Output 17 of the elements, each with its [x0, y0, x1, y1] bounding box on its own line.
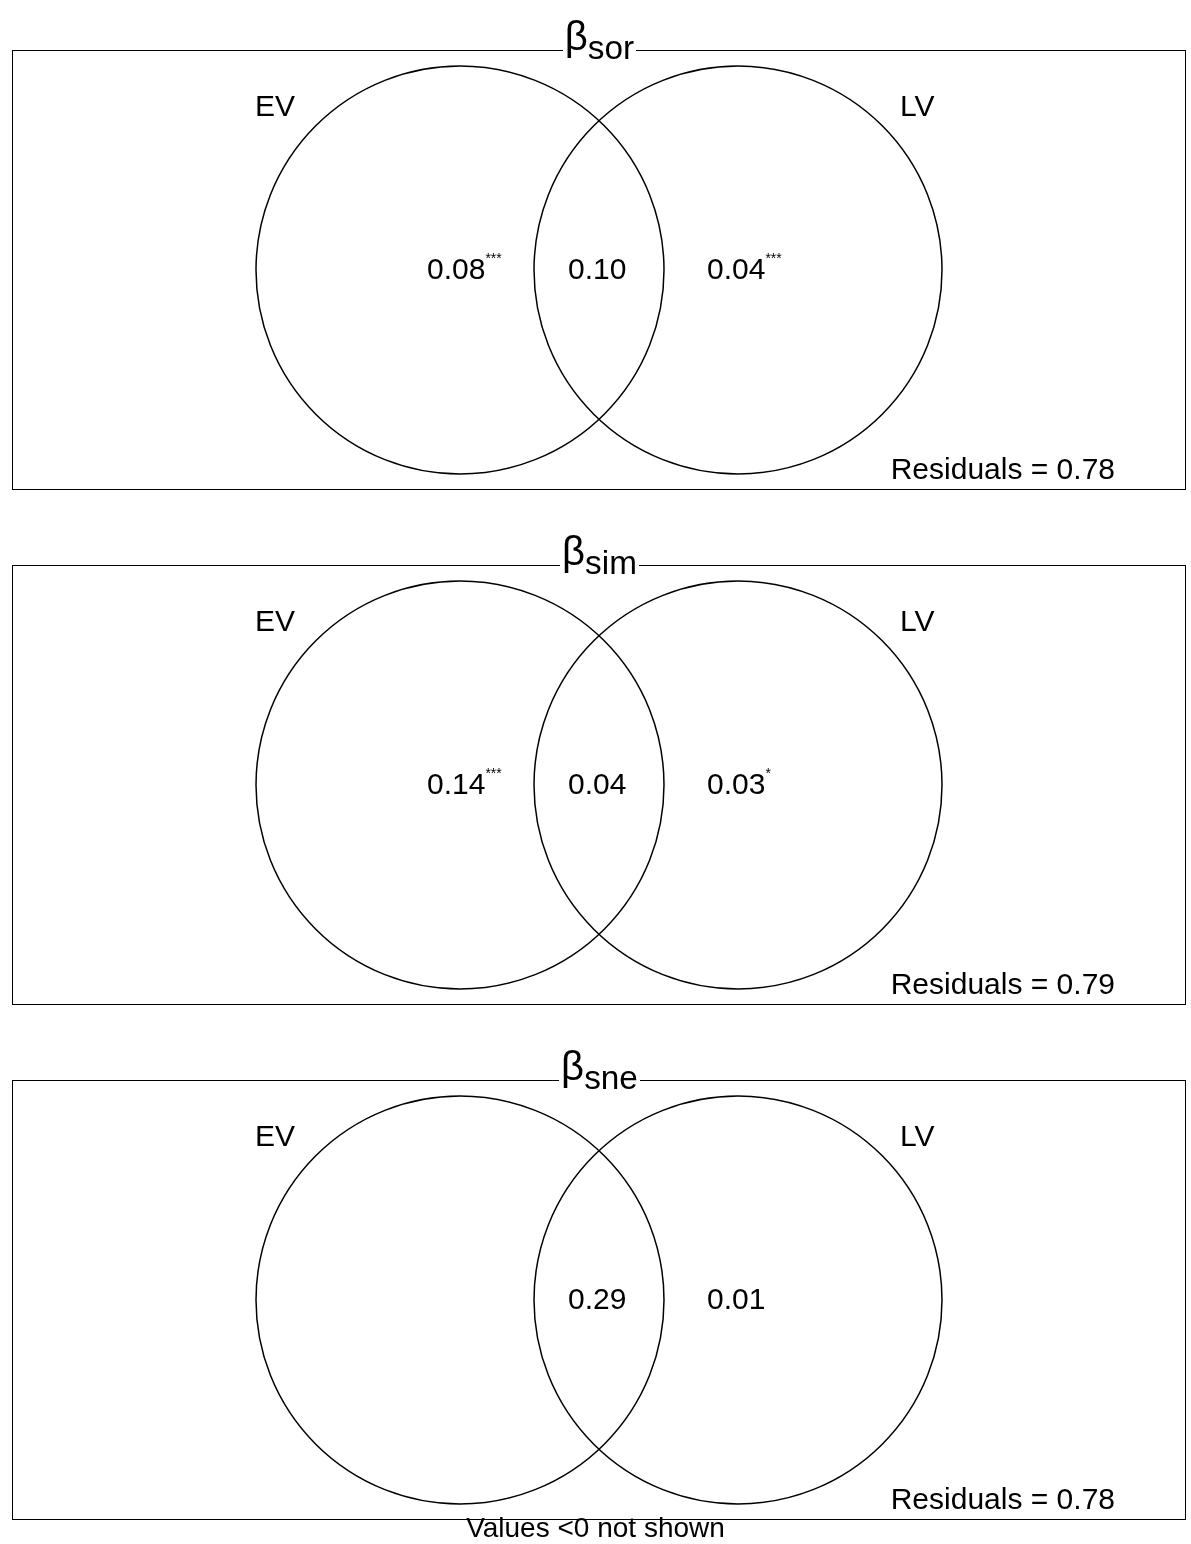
region-value: 0.14$^{***}$	[427, 767, 502, 801]
set-label: LV	[900, 604, 935, 638]
set-label: EV	[255, 604, 296, 638]
set-label: EV	[255, 89, 296, 123]
region-value: 0.03$^{*}$	[707, 767, 771, 801]
residuals-label: Residuals = 0.78	[890, 452, 1115, 486]
residuals-label: Residuals = 0.79	[890, 967, 1115, 1001]
region-value: 0.10	[568, 252, 627, 286]
set-label: LV	[900, 89, 935, 123]
set-label: EV	[255, 1119, 296, 1153]
region-value: 0.04	[568, 767, 627, 801]
region-value: 0.29	[568, 1282, 627, 1316]
region-value: 0.01	[707, 1282, 766, 1316]
residuals-label: Residuals = 0.78	[890, 1482, 1115, 1516]
region-value: 0.08$^{***}$	[427, 252, 502, 286]
region-value: 0.04$^{***}$	[707, 252, 782, 286]
set-label: LV	[900, 1119, 935, 1153]
